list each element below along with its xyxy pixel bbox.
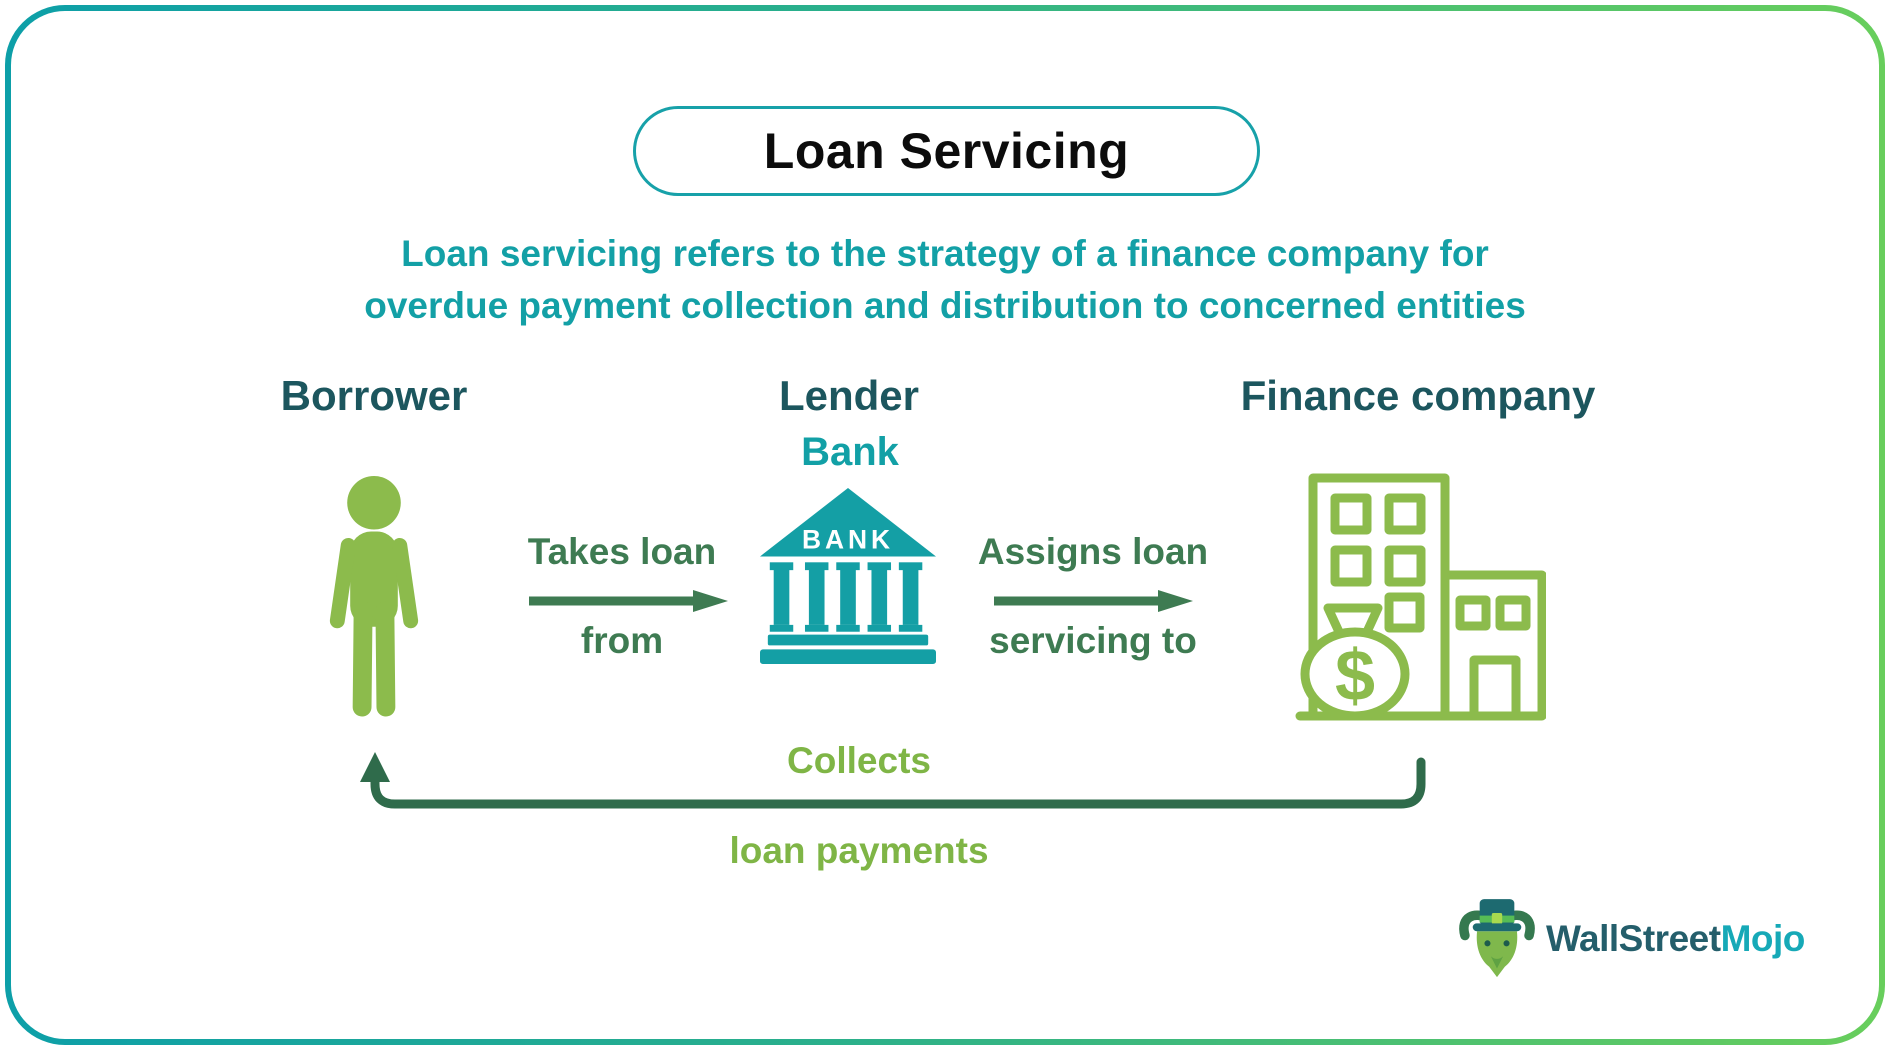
flow-takes-loan-line1: Takes loan	[527, 531, 717, 572]
arrow-right-icon	[994, 590, 1193, 612]
brand-wallstreet: WallStreet	[1546, 918, 1721, 959]
brand-mojo: Mojo	[1720, 918, 1806, 959]
subtitle-line-1: Loan servicing refers to the strategy of…	[401, 233, 1489, 274]
office-building-money-bag-icon: $	[1295, 473, 1546, 721]
flow-assigns-loan-line2: servicing to	[989, 620, 1197, 661]
flow-collects-line2: loan payments	[729, 830, 989, 871]
subtitle-line-2: overdue payment collection and distribut…	[364, 285, 1526, 326]
page-title: Loan Servicing	[763, 123, 1130, 179]
subtitle: Loan servicing refers to the strategy of…	[0, 228, 1890, 332]
flow-collects-line1: Collects	[787, 740, 931, 781]
person-icon	[329, 475, 419, 717]
entity-label-borrower: Borrower	[280, 372, 468, 419]
title-pill: Loan Servicing	[633, 106, 1260, 196]
money-bag-dollar-symbol: $	[1335, 636, 1375, 716]
entity-label-finance-company: Finance company	[1240, 372, 1596, 419]
arrow-right-icon	[529, 590, 728, 612]
card-gradient-border	[5, 5, 1885, 1045]
bank-icon-text: BANK	[802, 525, 894, 555]
flow-assigns-loan-line1: Assigns loan	[977, 531, 1209, 572]
entity-label-lender: Lender	[778, 372, 920, 419]
bull-mascot-icon	[1459, 899, 1535, 978]
wallstreetmojo-logo: WallStreetMojo	[1458, 896, 1805, 982]
u-turn-return-arrow-icon	[360, 752, 1426, 809]
bank-building-icon: BANK	[760, 488, 936, 664]
flow-takes-loan-line2: from	[580, 620, 664, 661]
card-background	[11, 11, 1879, 1039]
brand-name: WallStreetMojo	[1546, 918, 1805, 960]
entity-sublabel-bank: Bank	[801, 430, 899, 474]
